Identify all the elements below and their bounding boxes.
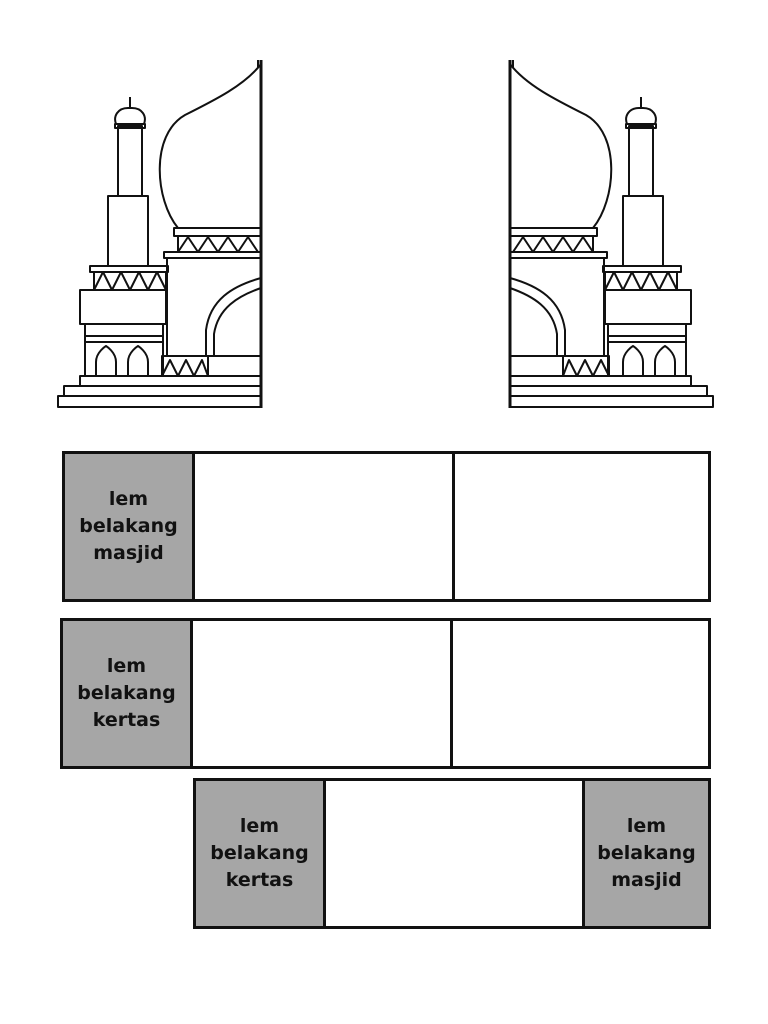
- strip-top: lem belakang masjid: [62, 451, 711, 602]
- strip-middle: lem belakang kertas: [60, 618, 711, 769]
- glue-label: lem belakang kertas: [77, 655, 176, 731]
- glue-label: lem belakang masjid: [597, 815, 696, 891]
- mosque-artwork: [56, 58, 715, 410]
- divider: [190, 621, 193, 766]
- glue-tab-masjid: lem belakang masjid: [585, 781, 708, 926]
- divider: [192, 454, 195, 599]
- divider: [323, 781, 326, 926]
- glue-tab-kertas: lem belakang kertas: [63, 621, 190, 766]
- glue-label: lem belakang masjid: [79, 488, 178, 564]
- mosque-right-half-icon: [508, 58, 715, 410]
- divider: [450, 621, 453, 766]
- strip-bottom: lem belakang kertas lem belakang masjid: [193, 778, 711, 929]
- glue-label: lem belakang kertas: [210, 815, 309, 891]
- glue-tab-kertas: lem belakang kertas: [196, 781, 323, 926]
- glue-tab-masjid: lem belakang masjid: [65, 454, 192, 599]
- divider: [452, 454, 455, 599]
- divider: [582, 781, 585, 926]
- mosque-left-half-icon: [56, 58, 263, 410]
